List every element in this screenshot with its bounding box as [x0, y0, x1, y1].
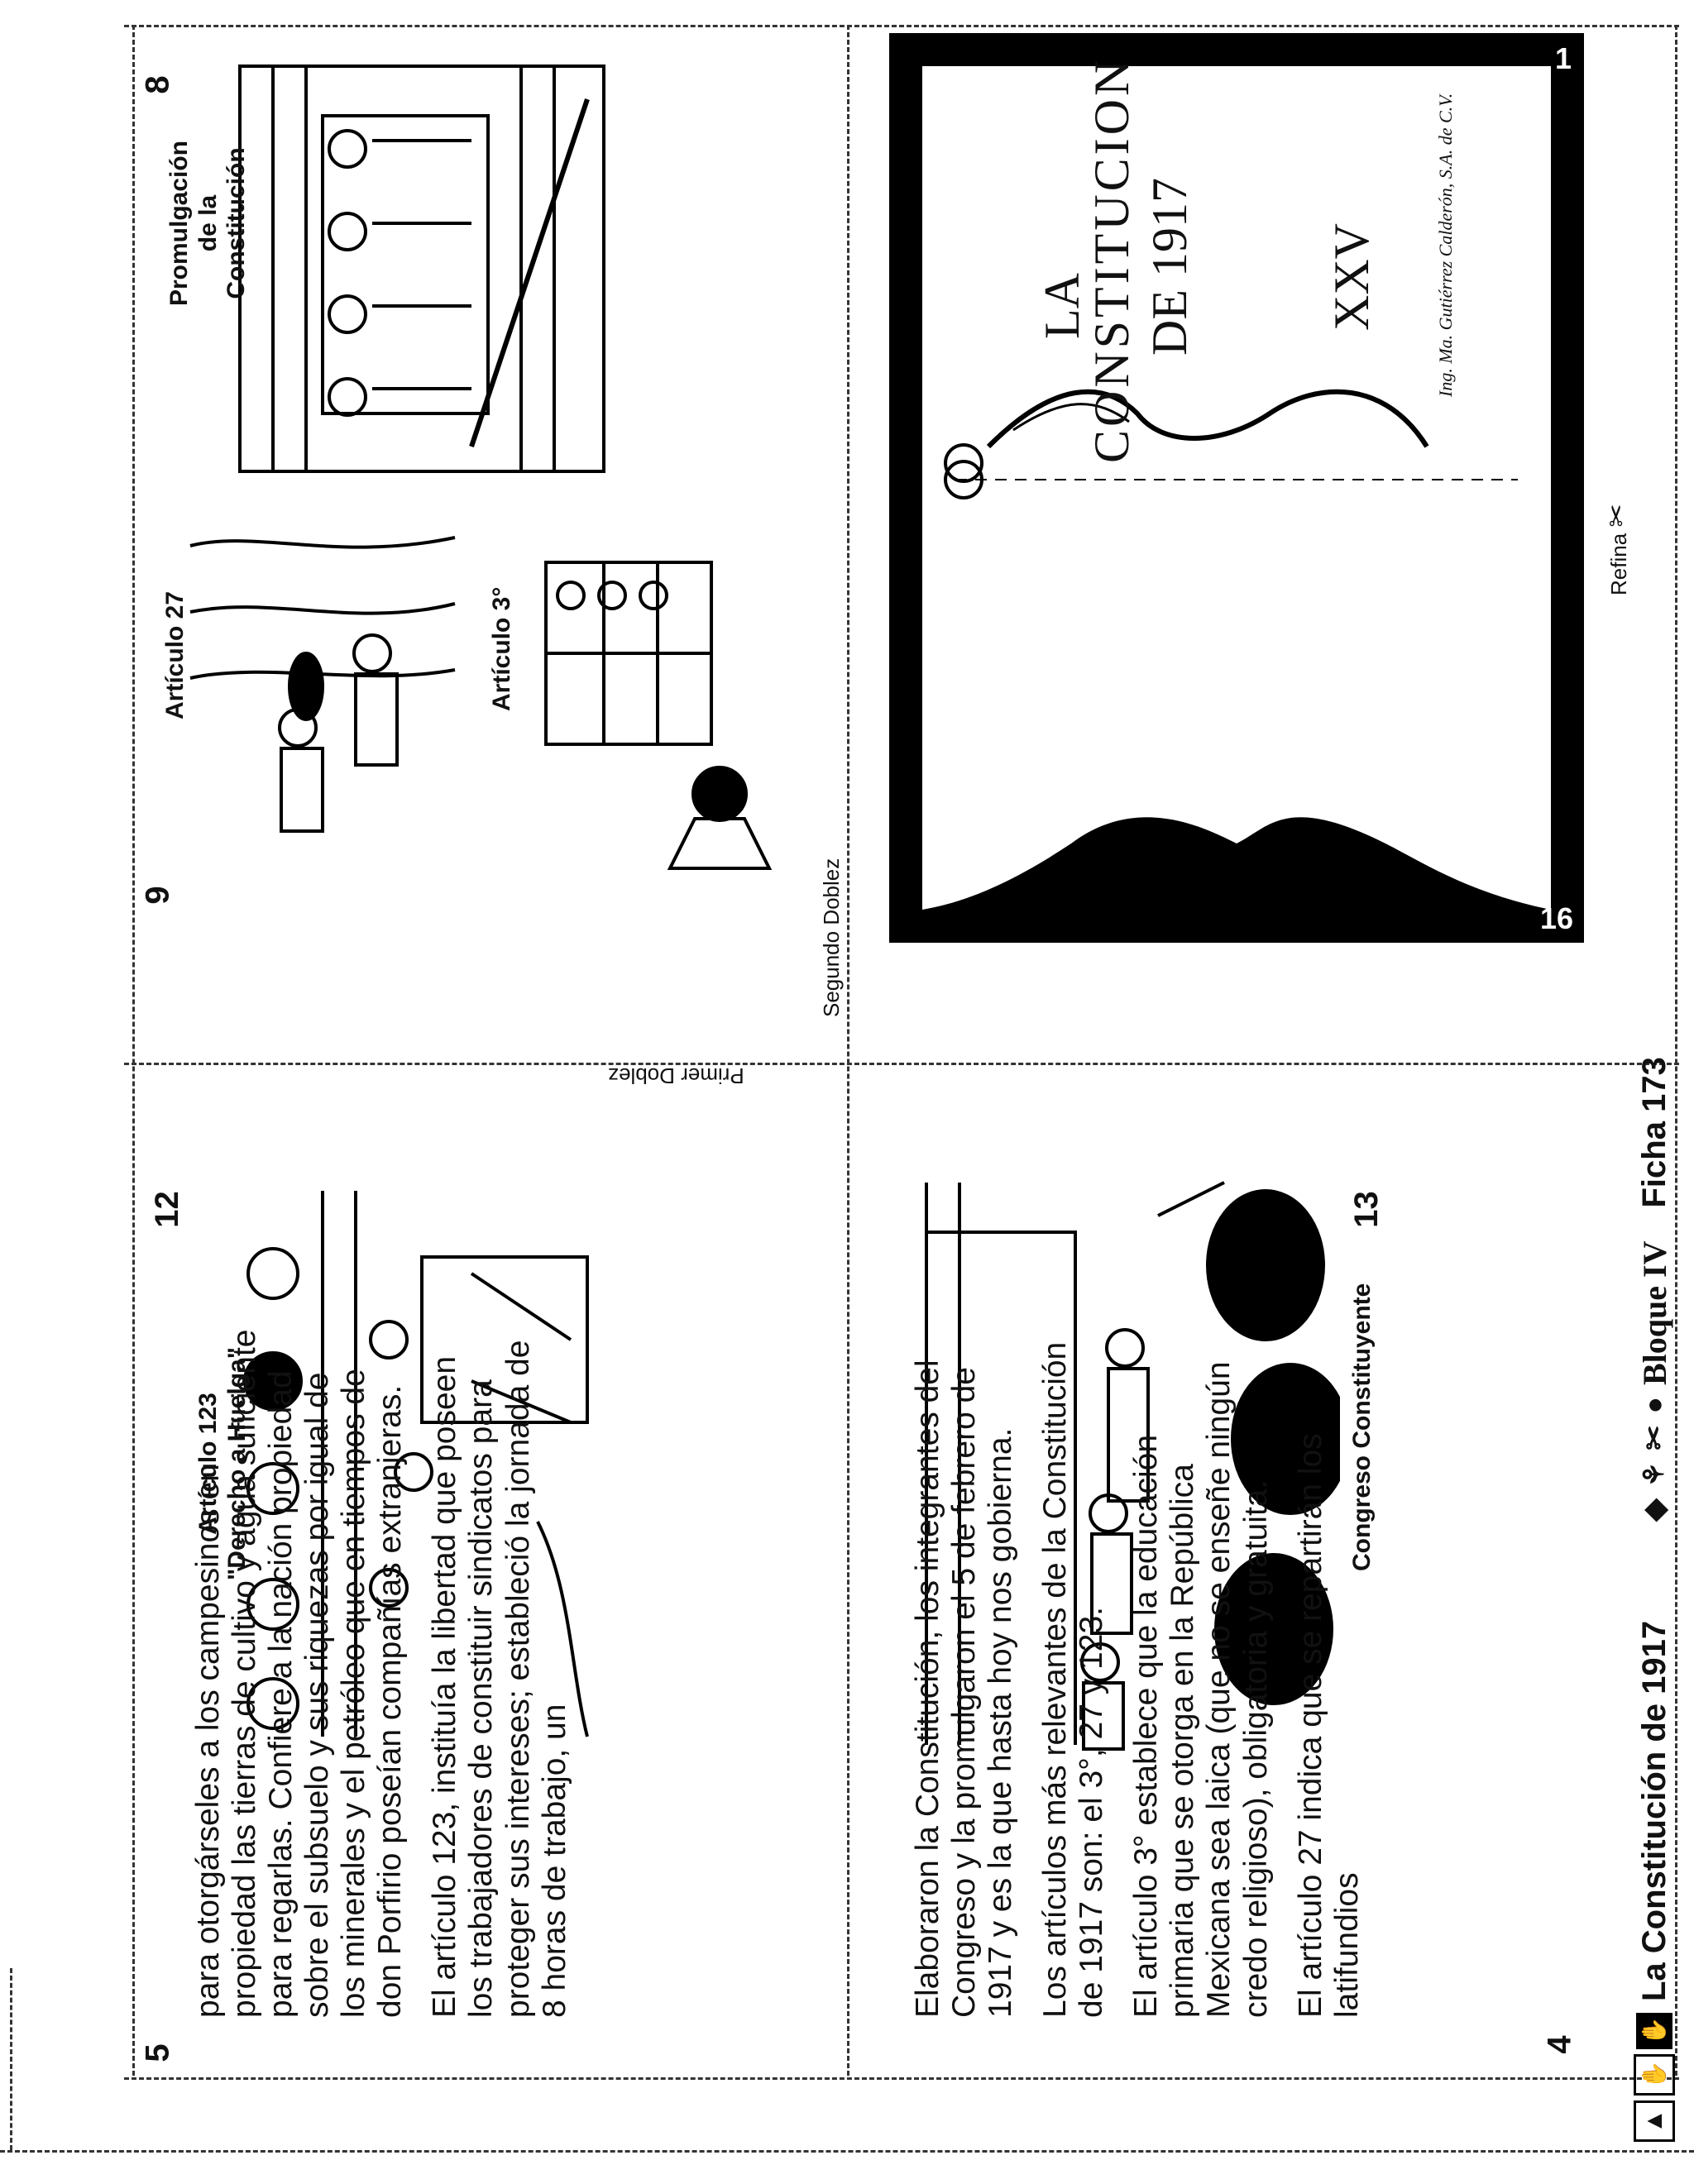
page-number-13: 13 [1347, 1191, 1385, 1228]
cover-volume: XXV [1324, 223, 1379, 331]
text-page-4: Elaboraron la Constitución, los integran… [910, 1323, 1384, 2018]
caption-promulgacion: Promulgación de la Constitución [165, 124, 251, 323]
page-number-5: 5 [139, 2043, 176, 2062]
page-number-4: 4 [1541, 2035, 1578, 2054]
page-number-9: 9 [139, 886, 176, 905]
text-page-5-para1: para otorgárseles a los campesinos en pr… [190, 1329, 409, 2018]
illustration-articulo-27 [189, 536, 456, 833]
first-fold-label: Primer Doblez [608, 1063, 744, 1088]
scissors-icon: ✂ [1601, 504, 1633, 528]
text-page-4-para3: El artículo 3° establece que la educació… [1128, 1361, 1274, 2018]
hands-icon: ✋ [1636, 2013, 1672, 2049]
document-title: La Constitución de 1917 [1635, 1620, 1672, 2001]
caption-articulo-27: Artículo 27 [161, 590, 189, 719]
cut-line-far-left [10, 1968, 12, 2150]
cut-line-right [1675, 25, 1677, 2076]
cover-book-page [922, 66, 1551, 910]
caption-articulo-3: Artículo 3° [488, 586, 515, 711]
illustration-articulo-123 [243, 1191, 589, 1737]
cut-line-top [124, 25, 1679, 27]
stone-icon: ◆ [1637, 1498, 1671, 1522]
block-label: Bloque IV [1635, 1240, 1673, 1386]
refine-text: Refina [1606, 533, 1631, 595]
text-page-4-para1: Elaboraron la Constitución, los integran… [910, 1360, 1019, 2018]
plant-icon: ⚘ [1639, 1461, 1670, 1488]
illustration-congreso [925, 1181, 1340, 1751]
illustration-articulo-3 [544, 561, 773, 870]
cover-publisher: Ing. Ma. Gutiérrez Calderón, S.A. de C.V… [1435, 93, 1456, 397]
cut-line-bottom-2 [0, 2150, 1694, 2153]
head-icon: ● [1638, 1397, 1670, 1414]
card-label: Ficha 173 [1635, 1057, 1672, 1208]
text-page-5-para2: El artículo 123, instituía la libertad q… [427, 1340, 572, 2019]
refine-label: Refina ✂ [1601, 504, 1634, 595]
cover-title-line1: LA [1035, 273, 1089, 339]
cut-line-middle [847, 25, 849, 2076]
illustration-promulgacion [238, 65, 605, 473]
cut-line-left [132, 25, 135, 2076]
cover-page-right: 1 [1555, 41, 1572, 75]
text-page-4-para4: El artículo 27 indica que se repartirán … [1292, 1433, 1365, 2018]
text-page-4-para2: Los artículos más relevantes de la Const… [1037, 1341, 1110, 2018]
page-number-12: 12 [148, 1191, 185, 1228]
cover-title-line3: DE 1917 [1142, 178, 1197, 356]
text-page-5: para otorgárseles a los campesinos en pr… [190, 1323, 591, 2018]
page-number-8: 8 [139, 75, 176, 94]
second-fold-label: Segundo Doblez [819, 858, 844, 1017]
pyramid-icon: ▲ [1634, 2100, 1675, 2142]
footer-strip: ▲ ✋ ✋ La Constitución de 1917 ◆ ⚘ ✂ ● Bl… [1634, 1057, 1675, 2142]
fold-line-middle [124, 1063, 1679, 1065]
footer-scissors-icon: ✂ [1637, 1425, 1671, 1450]
hand-icon: ✋ [1634, 2054, 1675, 2096]
cut-line-bottom-1 [124, 2077, 1679, 2080]
cover-page-left: 16 [1540, 901, 1574, 935]
cover-title-line2: CONSTITUCION [1084, 56, 1139, 463]
caption-promulgacion-text: Promulgación de la Constitución [165, 140, 250, 307]
